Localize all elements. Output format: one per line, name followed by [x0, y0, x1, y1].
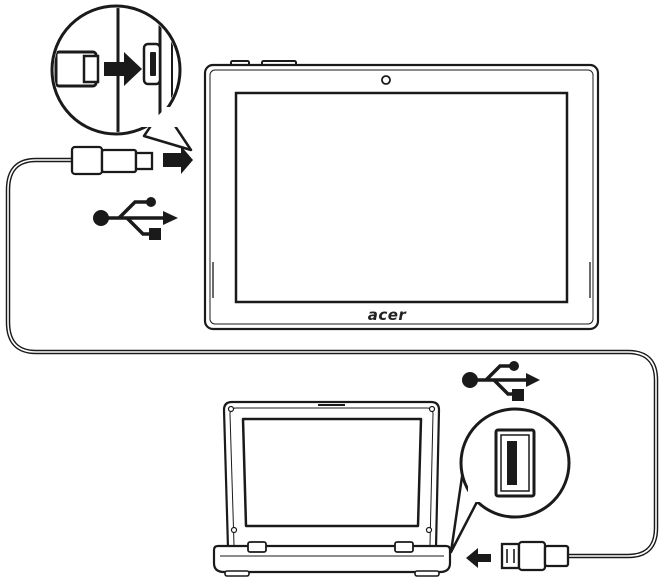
micro-usb-plug — [70, 145, 154, 176]
laptop-base — [212, 544, 452, 574]
usb-symbol-icon — [462, 361, 540, 401]
laptop-screen — [241, 417, 423, 528]
tablet-port-magnifier — [50, 4, 193, 152]
laptop — [212, 400, 452, 577]
tablet: acer — [203, 60, 600, 331]
usb-a-plug — [500, 540, 570, 572]
tablet-brand-logo: acer — [368, 306, 408, 324]
arrow-left-icon — [466, 548, 491, 568]
usb-symbol-icon — [93, 197, 178, 240]
laptop-port-magnifier — [449, 407, 571, 554]
tablet-screen — [234, 91, 569, 304]
tablet-camera — [381, 75, 391, 85]
arrow-right-icon — [163, 146, 193, 174]
